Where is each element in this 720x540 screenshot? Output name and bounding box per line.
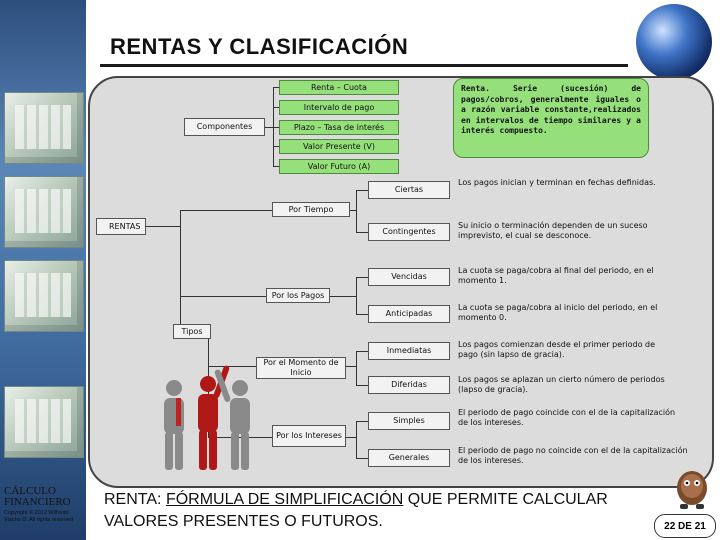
node-contingentes: Contingentes xyxy=(368,223,450,241)
cube-image xyxy=(4,260,84,332)
desc-anticipadas: La cuota se paga/cobra al inicio del per… xyxy=(458,303,658,322)
connector xyxy=(273,107,279,108)
globe-image xyxy=(636,4,712,80)
node-por-tiempo: Por Tiempo xyxy=(272,202,350,217)
course-title: CÁLCULO FINANCIERO xyxy=(4,485,71,508)
bottom-text-part3: QUE PERMITE CALCULAR VALORES PRESENTES O… xyxy=(104,491,608,530)
desc-diferidas: Los pagos se aplazan un cierto número de… xyxy=(458,375,665,394)
connector xyxy=(273,166,279,167)
connector xyxy=(356,232,368,233)
page-number: 22 DE 21 xyxy=(654,514,716,538)
bottom-text-underlined: FÓRMULA DE SIMPLIFICACIÓN xyxy=(165,491,404,508)
node-anticipadas: Anticipadas xyxy=(368,305,450,323)
page-title: RENTAS Y CLASIFICACIÓN xyxy=(110,34,409,59)
node-valor-futuro: Valor Futuro (A) xyxy=(279,159,399,174)
connector xyxy=(356,190,368,191)
node-generales: Generales xyxy=(368,449,450,467)
connector xyxy=(356,458,368,459)
connector xyxy=(146,226,180,227)
connector xyxy=(356,421,368,422)
node-intervalo-pago: Intervalo de pago xyxy=(279,100,399,115)
connector xyxy=(356,190,357,232)
connector xyxy=(356,385,368,386)
cube-image xyxy=(4,386,84,458)
connector xyxy=(330,296,356,297)
connector xyxy=(356,314,368,315)
node-plazo-tasa: Plazo – Tasa de interés xyxy=(279,120,399,135)
connector xyxy=(356,277,368,278)
connector xyxy=(265,127,279,128)
connector xyxy=(273,87,279,88)
connector xyxy=(208,366,256,367)
desc-inmediatas: Los pagos comienzan desde el primer peri… xyxy=(458,340,656,359)
connector xyxy=(356,351,357,385)
node-diferidas: Diferidas xyxy=(368,376,450,394)
connector xyxy=(208,437,272,438)
node-rentas: RENTAS xyxy=(96,218,146,235)
node-por-momento-inicio: Por el Momento de Inicio xyxy=(256,357,346,379)
sidebar xyxy=(0,0,86,540)
definition-box: Renta. Serie (sucesión) de pagos/cobros,… xyxy=(453,78,649,158)
desc-simples: El periodo de pago coincide con el de la… xyxy=(458,408,676,427)
desc-vencidas: La cuota se paga/cobra al final del peri… xyxy=(458,266,654,285)
connector xyxy=(180,210,272,211)
cube-image xyxy=(4,176,84,248)
node-renta-cuota: Renta – Cuota xyxy=(279,80,399,95)
node-valor-presente: Valor Presente (V) xyxy=(279,139,399,154)
node-inmediatas: Inmediatas xyxy=(368,342,450,360)
connector xyxy=(180,210,181,332)
node-por-intereses: Por los Intereses xyxy=(272,425,346,447)
mascot-image xyxy=(677,471,707,509)
title-underline xyxy=(100,64,628,67)
connector xyxy=(356,277,357,315)
node-simples: Simples xyxy=(368,412,450,430)
node-por-pagos: Por los Pagos xyxy=(266,288,330,303)
people-figures-image xyxy=(164,365,250,470)
node-vencidas: Vencidas xyxy=(368,268,450,286)
node-tipos: Tipos xyxy=(173,324,211,339)
desc-generales: El periodo de pago no coincide con el de… xyxy=(458,446,688,465)
node-componentes: Componentes xyxy=(184,118,265,136)
bottom-statement: RENTA: FÓRMULA DE SIMPLIFICACIÓN QUE PER… xyxy=(104,489,664,533)
connector xyxy=(356,421,357,458)
cube-image xyxy=(4,92,84,164)
connector xyxy=(356,351,368,352)
connector xyxy=(350,210,356,211)
bottom-text-part1: RENTA: xyxy=(104,491,166,508)
connector xyxy=(273,146,279,147)
desc-contingentes: Su inicio o terminación dependen de un s… xyxy=(458,221,648,240)
desc-ciertas: Los pagos inician y terminan en fechas d… xyxy=(458,178,656,187)
connector xyxy=(180,296,266,297)
copyright-text: Copyright © 2012 Wilfredo Viacho D. All … xyxy=(4,510,73,523)
node-ciertas: Ciertas xyxy=(368,181,450,199)
connector xyxy=(346,366,356,367)
connector xyxy=(346,437,356,438)
